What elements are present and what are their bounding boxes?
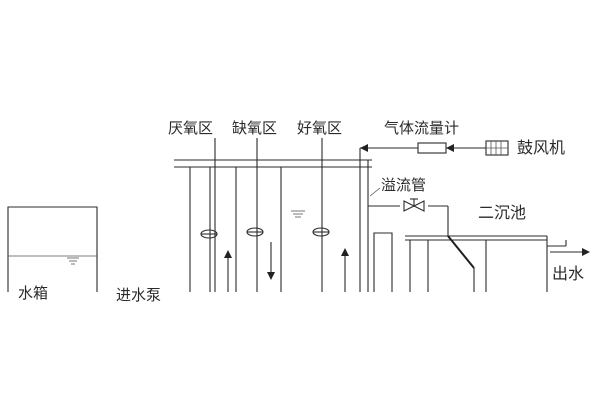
mixer-icon (246, 227, 264, 237)
effluent-arrow-icon (582, 248, 590, 256)
water-tank-level-icon (67, 257, 79, 265)
effluent-label: 出水 (552, 264, 584, 283)
water-tank-label: 水箱 (18, 284, 48, 302)
secondary-clarifier: 二沉池 (405, 203, 567, 292)
gas-flowmeter-icon (417, 142, 447, 154)
reactor-level-icon (291, 210, 305, 218)
aerator-icon (312, 227, 330, 237)
secondary-clarifier-label: 二沉池 (478, 203, 526, 222)
overflow-pipe: 溢流管 (367, 160, 449, 292)
air-arrow-icon (360, 144, 368, 152)
inlet-pump-label: 进水泵 (116, 286, 161, 304)
blower-label: 鼓风机 (517, 138, 565, 157)
flow-up-arrow-icon (341, 248, 349, 292)
overflow-pipe-label: 溢流管 (381, 176, 426, 194)
blower-icon (485, 140, 509, 156)
valve-icon (403, 198, 425, 212)
reactor: 厌氧区 缺氧区 好氧区 (168, 119, 372, 292)
mixer-icon (200, 229, 218, 239)
gas-flowmeter-label: 气体流量计 (384, 119, 459, 137)
water-tank: 水箱 (7, 206, 98, 302)
flow-up-arrow-icon (224, 250, 232, 292)
aerobic-zone-label: 好氧区 (297, 119, 342, 137)
anaerobic-zone-label: 厌氧区 (168, 119, 213, 137)
anoxic-zone-label: 缺氧区 (232, 119, 277, 137)
air-supply-line: 气体流量计 鼓风机 (360, 119, 565, 157)
effluent-outlet: 出水 (550, 248, 590, 283)
flow-down-arrow-icon (267, 242, 275, 280)
air-arrow-icon (446, 144, 454, 152)
